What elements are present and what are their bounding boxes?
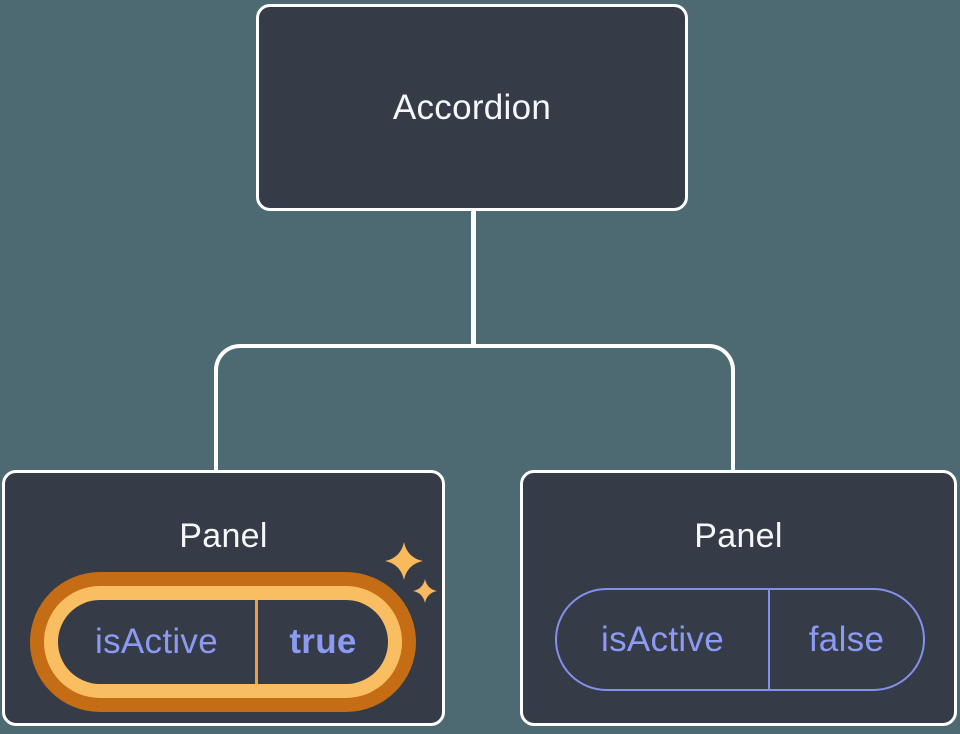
- panel-title: Panel: [179, 517, 268, 555]
- state-key: isActive: [557, 590, 770, 689]
- panel-node-active: Panel isActive true: [2, 470, 445, 726]
- sparkle-icon: [385, 542, 423, 580]
- state-key: isActive: [58, 600, 258, 684]
- state-value: true: [289, 622, 357, 661]
- panel-title: Panel: [694, 517, 783, 555]
- state-pill-body: isActive true: [58, 600, 388, 684]
- connector-branch: [214, 344, 735, 470]
- accordion-node: Accordion: [256, 4, 688, 211]
- connector-stem: [471, 209, 476, 348]
- panel-node-inactive: Panel isActive false: [520, 470, 957, 726]
- state-pill-highlight-ring: isActive true: [44, 586, 402, 698]
- accordion-label: Accordion: [392, 87, 552, 127]
- state-pill: isActive false: [555, 588, 925, 691]
- state-pill-active: isActive true: [30, 572, 416, 712]
- state-value: false: [808, 619, 885, 659]
- sparkle-icon: [413, 579, 437, 603]
